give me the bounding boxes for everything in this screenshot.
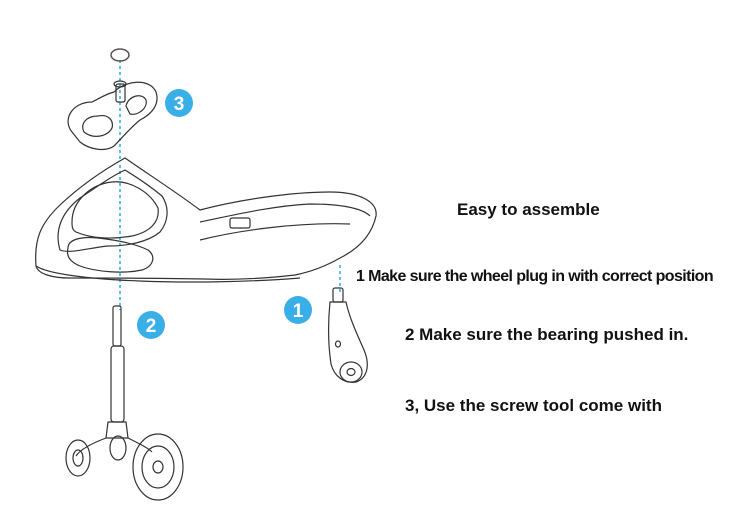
- step-badge-1-label: 1: [293, 301, 304, 322]
- instruction-step-2: 2 Make sure the bearing pushed in.: [405, 325, 689, 344]
- step-badge-3: 3: [165, 89, 193, 117]
- front-wheels-part: [65, 433, 184, 501]
- instruction-step-3: 3, Use the screw tool come with: [405, 396, 662, 415]
- instruction-step-1: 1 Make sure the wheel plug in with corre…: [356, 268, 714, 285]
- steering-column-part: [75, 305, 153, 457]
- screw-cap-icon: [110, 48, 130, 62]
- step-badge-2: 2: [137, 311, 165, 339]
- step-badge-1: 1: [284, 296, 312, 324]
- car-body-part: [35, 157, 377, 283]
- steering-wheel-part: [67, 80, 158, 151]
- step-badge-3-label: 3: [174, 94, 185, 115]
- headline: Easy to assemble: [457, 200, 600, 219]
- step-badge-2-label: 2: [146, 316, 157, 337]
- rear-wheel-part: [328, 287, 368, 383]
